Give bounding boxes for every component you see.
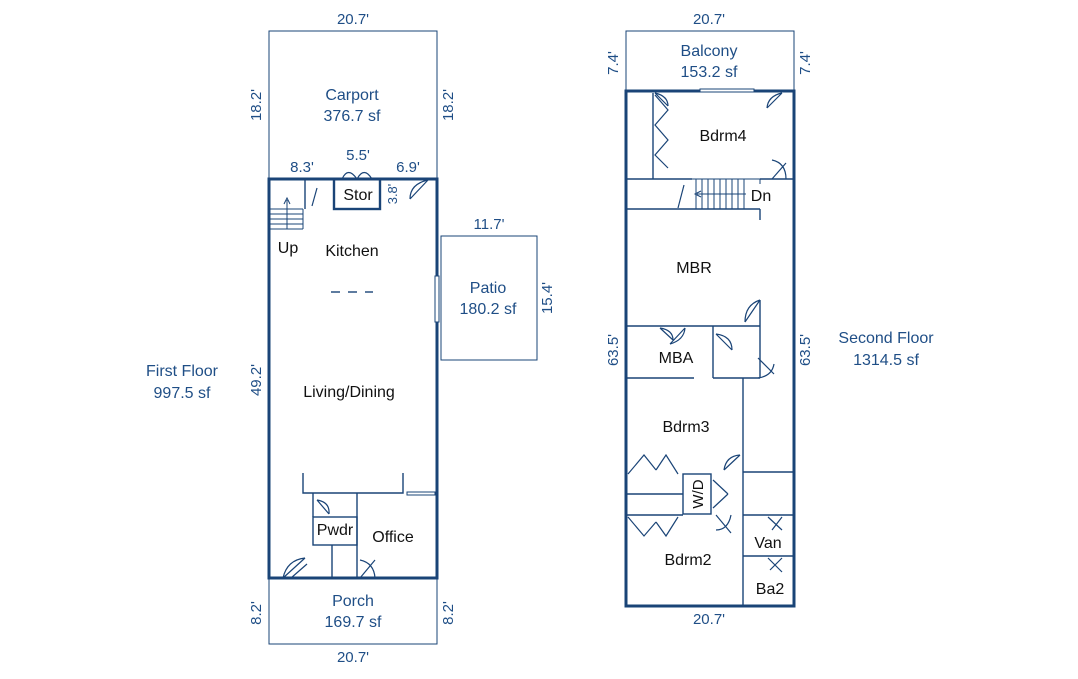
balcony-door — [766, 92, 783, 109]
sf-main-right: 63.5' — [797, 334, 814, 366]
bdrm2-door — [715, 514, 732, 534]
mbr-door — [744, 299, 761, 323]
ff-seg-b: 5.5' — [346, 147, 370, 164]
porch-area: 169.7 sf — [325, 614, 382, 631]
first-floor-walls — [267, 177, 439, 580]
sf-bottom-width: 20.7' — [693, 611, 725, 628]
stor-label: Stor — [343, 187, 373, 204]
office-door — [359, 559, 376, 579]
porch-label: Porch — [332, 593, 374, 610]
bdrm3-door — [723, 454, 741, 471]
balcony-area: 153.2 sf — [681, 64, 738, 81]
porch-outline — [268, 577, 438, 645]
sf-main-left: 63.5' — [605, 334, 622, 366]
bdrm2-closet — [627, 516, 679, 538]
ff-carport-right: 18.2' — [440, 89, 457, 121]
up-label: Up — [278, 240, 299, 257]
back-door — [409, 179, 429, 200]
balcony-outline — [625, 30, 795, 92]
wd-closet — [682, 473, 712, 515]
carport-label: Carport — [325, 87, 379, 104]
living-label: Living/Dining — [303, 384, 395, 401]
ff-porch-right: 8.2' — [440, 601, 457, 625]
ff-porch-left: 8.2' — [248, 601, 265, 625]
mbr-label: MBR — [676, 260, 712, 277]
ff-carport-left: 18.2' — [248, 89, 265, 121]
patio-slider — [434, 275, 440, 323]
second-floor: 20.7' 7.4' 7.4' Balcony 153.2 sf Bdrm4 D… — [605, 11, 934, 628]
patio-label: Patio — [470, 280, 507, 297]
ff-seg-c: 6.9' — [396, 159, 420, 176]
ba2-label: Ba2 — [756, 581, 785, 598]
first-floor: 20.7' 18.2' 18.2' Carport 376.7 sf 8.3' … — [146, 11, 556, 666]
stor-door — [341, 171, 373, 180]
dn-label: Dn — [751, 188, 771, 205]
patio-area: 180.2 sf — [460, 301, 517, 318]
ff-bottom-width: 20.7' — [337, 649, 369, 666]
stairs-up — [269, 196, 304, 230]
pwdr-label: Pwdr — [317, 522, 354, 539]
carport-area: 376.7 sf — [324, 108, 381, 125]
mba-label: MBA — [659, 350, 694, 367]
bdrm3-label: Bdrm3 — [662, 419, 709, 436]
stairs-down — [690, 178, 761, 210]
van-label: Van — [754, 535, 781, 552]
kitchen-label: Kitchen — [325, 243, 378, 260]
sf-balcony-right: 7.4' — [797, 51, 814, 75]
patio-depth: 15.4' — [539, 282, 556, 314]
wd-label: W/D — [690, 479, 707, 508]
front-door — [282, 557, 308, 579]
patio-outline — [440, 235, 538, 361]
second-floor-area: 1314.5 sf — [853, 352, 919, 369]
second-floor-walls — [624, 89, 796, 608]
sf-top-width: 20.7' — [693, 11, 725, 28]
patio-width: 11.7' — [474, 216, 505, 233]
ff-stor-depth: 3.8' — [385, 184, 400, 205]
ff-main-left: 49.2' — [248, 364, 265, 396]
bdrm4-label: Bdrm4 — [699, 128, 746, 145]
office-label: Office — [372, 529, 414, 546]
ff-top-width: 20.7' — [337, 11, 369, 28]
balcony-label: Balcony — [681, 43, 738, 60]
ff-seg-a: 8.3' — [290, 159, 314, 176]
first-floor-label: First Floor — [146, 363, 219, 380]
pwdr-room — [312, 516, 358, 546]
sf-balcony-left: 7.4' — [605, 51, 622, 75]
second-floor-label: Second Floor — [838, 330, 934, 347]
bdrm3-closet — [627, 453, 679, 475]
first-floor-area: 997.5 sf — [154, 385, 211, 402]
bdrm2-label: Bdrm2 — [664, 552, 711, 569]
